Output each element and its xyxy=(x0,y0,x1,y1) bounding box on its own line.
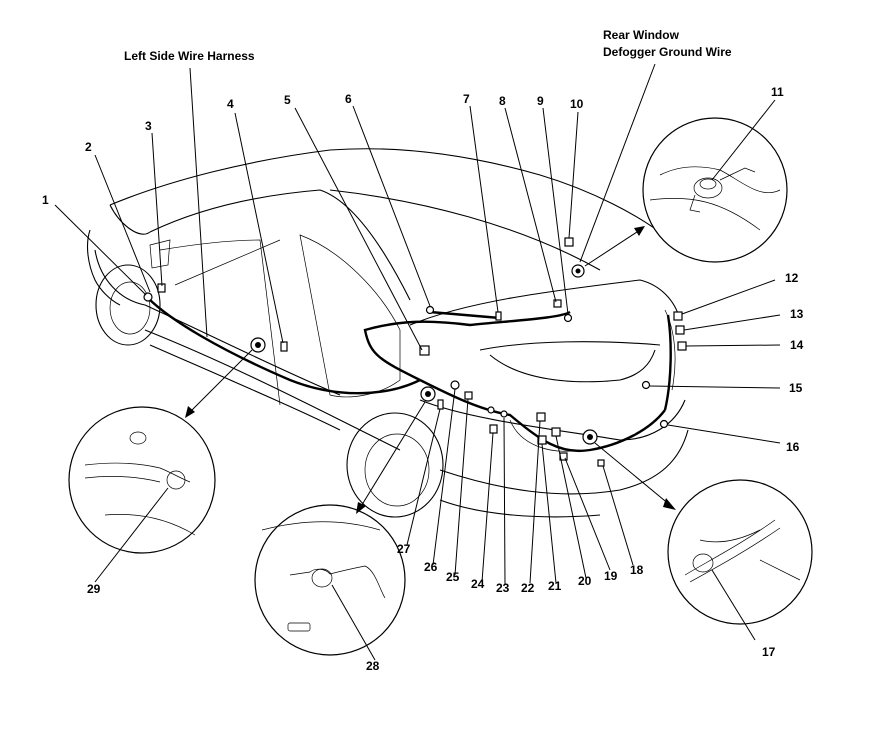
callout-numbers: 1 2 3 4 5 6 7 8 9 10 11 12 13 14 15 16 1… xyxy=(42,85,804,673)
callout-14: 14 xyxy=(790,338,804,352)
callout-23: 23 xyxy=(496,581,510,595)
callout-10: 10 xyxy=(570,97,584,111)
callout-7: 7 xyxy=(463,92,470,106)
callout-1: 1 xyxy=(42,193,49,207)
callout-5: 5 xyxy=(284,93,291,107)
callout-9: 9 xyxy=(537,94,544,108)
callout-16: 16 xyxy=(786,440,800,454)
wire-harness xyxy=(147,297,672,453)
callout-27: 27 xyxy=(397,542,411,556)
callout-28: 28 xyxy=(366,659,380,673)
callout-11: 11 xyxy=(771,85,784,99)
callout-21: 21 xyxy=(548,579,562,593)
callout-29: 29 xyxy=(87,582,101,596)
callout-22: 22 xyxy=(521,581,535,595)
callout-26: 26 xyxy=(424,560,438,574)
callout-2: 2 xyxy=(85,140,92,154)
callout-18: 18 xyxy=(630,563,644,577)
callout-17: 17 xyxy=(762,645,776,659)
left-side-wire-harness-label: Left Side Wire Harness xyxy=(124,49,255,63)
detail-28-view xyxy=(254,504,406,656)
callout-20: 20 xyxy=(578,574,592,588)
detail-17-view xyxy=(667,479,813,625)
callout-24: 24 xyxy=(471,577,485,591)
callout-8: 8 xyxy=(499,94,506,108)
detail-29-view xyxy=(68,406,216,554)
callout-3: 3 xyxy=(145,119,152,133)
callout-12: 12 xyxy=(785,271,799,285)
leader-lines xyxy=(54,63,781,661)
connectors xyxy=(143,237,687,467)
callout-13: 13 xyxy=(790,307,804,321)
detail-11-view xyxy=(642,117,788,263)
callout-6: 6 xyxy=(345,92,352,106)
car-body xyxy=(86,148,689,518)
rear-window-label: Rear Window xyxy=(603,28,680,42)
defogger-ground-wire-label: Defogger Ground Wire xyxy=(603,45,732,59)
detail-arrows xyxy=(185,226,676,514)
callout-15: 15 xyxy=(789,381,803,395)
callout-25: 25 xyxy=(446,570,460,584)
callout-4: 4 xyxy=(227,97,234,111)
callout-19: 19 xyxy=(604,569,618,583)
